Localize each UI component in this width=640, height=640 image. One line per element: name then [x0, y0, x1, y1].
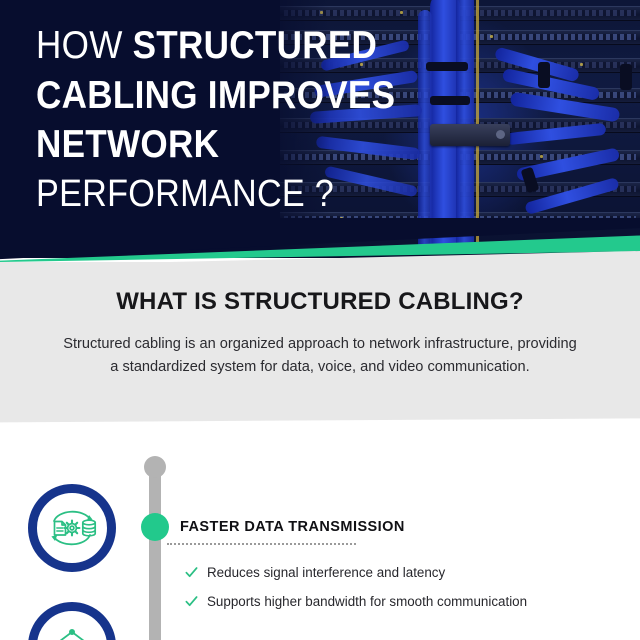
title-line-network: NETWORK [36, 123, 220, 167]
definition-heading: WHAT IS STRUCTURED CABLING? [116, 288, 524, 315]
gray-section-bottom-wedge [0, 418, 640, 432]
benefit-title: FASTER DATA TRANSMISSION [180, 519, 405, 535]
timeline-marker-dot [141, 513, 169, 541]
cable-tie [426, 62, 468, 71]
benefit-bullet: Reduces signal interference and latency [185, 565, 445, 580]
page-title: HOW STRUCTURED CABLING IMPROVES NETWORK … [36, 24, 396, 215]
benefit-bullet-text: Supports higher bandwidth for smooth com… [207, 594, 528, 609]
title-line-cabling-improves: CABLING IMPROVES [36, 73, 396, 117]
cable-tie [538, 62, 550, 88]
benefit-icon-badge [28, 602, 116, 640]
check-icon [185, 596, 198, 607]
timeline-line [149, 460, 161, 640]
title-word-structured: STRUCTURED [132, 24, 378, 67]
check-icon [185, 567, 198, 578]
definition-section [0, 262, 640, 424]
benefit-icon-badge [28, 484, 116, 572]
network-topology-icon [59, 629, 85, 640]
panel-knob [496, 130, 505, 139]
title-word-how: HOW [36, 24, 133, 67]
data-processing-cycle-icon [51, 510, 97, 546]
cable-tie [620, 64, 632, 90]
hero-section: HOW STRUCTURED CABLING IMPROVES NETWORK … [0, 0, 640, 258]
benefit-divider [167, 543, 356, 545]
cable-management-panel [430, 124, 510, 146]
server-rack-photo [280, 0, 640, 252]
timeline-top-cap [144, 456, 166, 478]
definition-body: Structured cabling is an organized appro… [63, 336, 577, 376]
benefit-bullet: Supports higher bandwidth for smooth com… [185, 594, 527, 609]
benefit-bullet-text: Reduces signal interference and latency [207, 565, 446, 580]
hero-gradient-overlay [0, 0, 330, 252]
title-line-performance: PERFORMANCE ? [36, 172, 335, 215]
cable-tie [430, 96, 470, 105]
